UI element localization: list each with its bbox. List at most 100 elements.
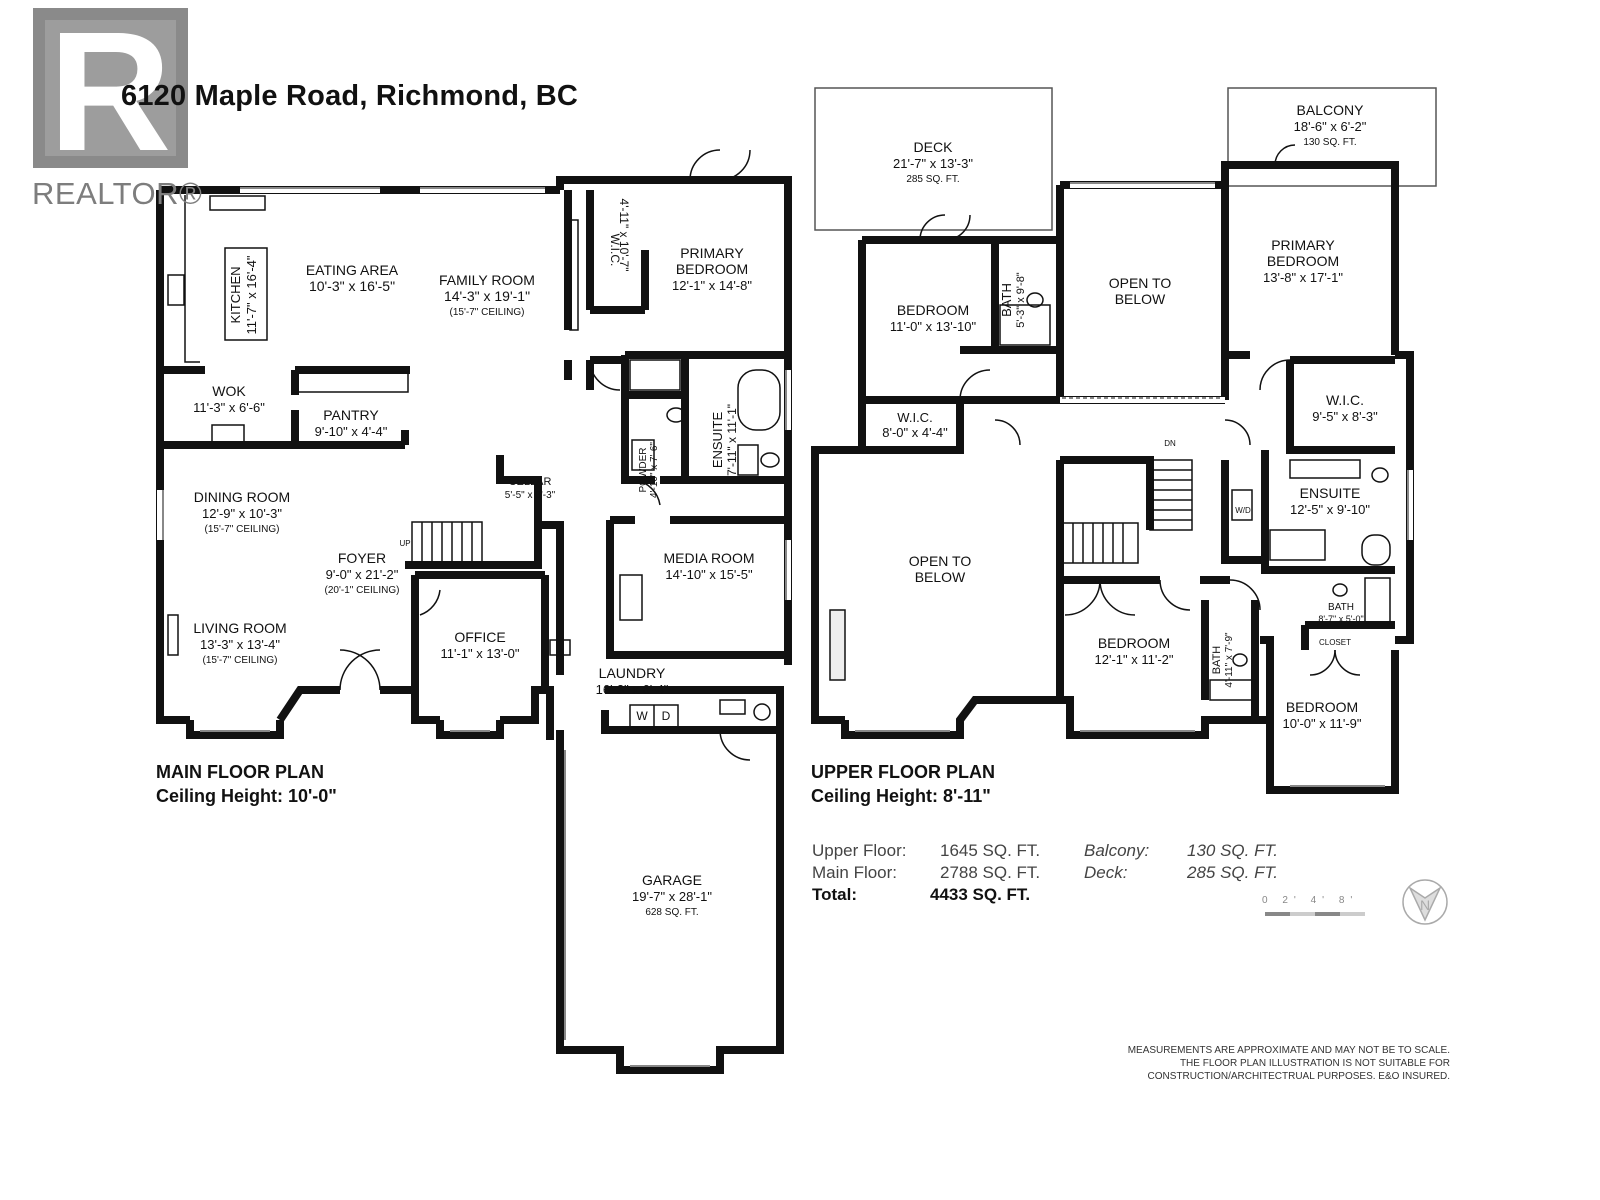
room-dims: 11'-0" x 13'-10" [890, 319, 977, 334]
room-name: DINING ROOM [194, 489, 290, 505]
realtor-logo-text: REALTOR® [32, 176, 203, 211]
upper-floor-ceiling: Ceiling Height: 8'-11" [811, 786, 991, 806]
dryer-marker: D [662, 709, 671, 723]
room-note: (15'-7" CEILING) [203, 655, 278, 666]
powder-toilet [666, 407, 686, 423]
north-label: N [1420, 897, 1430, 913]
room-note: (15'-7" CEILING) [205, 524, 280, 535]
room-name: BEDROOM [897, 302, 969, 318]
ensuite-toilet [760, 452, 780, 468]
main-floor-ceiling: Ceiling Height: 10'-0" [156, 786, 337, 806]
room-area: 285 SQ. FT. [906, 174, 959, 185]
open-to-below-label: BELOW [915, 569, 966, 585]
room-dims: 9'-5" x 8'-3" [1312, 409, 1378, 424]
garage-shelf [719, 699, 746, 715]
upper-floor-area-label: Upper Floor: [812, 841, 907, 860]
total-area-value: 4433 SQ. FT. [930, 885, 1031, 904]
main-floor-windows [157, 187, 791, 1067]
summary-row-upper: Upper Floor: 1645 SQ. FT. Balcony: 130 S… [812, 840, 1332, 862]
fireplace-living [167, 614, 179, 656]
room-dims: 14'-10" x 15'-5" [665, 567, 753, 582]
room-dims: 10'-0" x 11'-9" [1283, 716, 1362, 731]
wd-closet [1231, 489, 1253, 521]
wd-marker: W/D [1235, 506, 1251, 515]
summary-row-total: Total: 4433 SQ. FT. [812, 884, 1332, 906]
main-floor-caption: MAIN FLOOR PLAN Ceiling Height: 10'-0" [156, 760, 337, 808]
room-name: WOK [212, 383, 246, 399]
main-floor-fixtures [167, 149, 781, 761]
room-dims: 16'-3" x 6'-4" [596, 682, 669, 697]
room-dims: 14'-3" x 19'-1" [444, 288, 530, 304]
bathtub [737, 369, 781, 431]
total-area-label: Total: [812, 885, 858, 904]
room-name: MEDIA ROOM [663, 550, 754, 566]
open-to-below-label: OPEN TO [909, 553, 972, 569]
upper-bathtub [1361, 534, 1391, 566]
room-dims: 11'-1" x 13'-0" [441, 646, 520, 661]
upper-stairs [1062, 459, 1193, 564]
room-dims: 13'-8" x 17'-1" [1263, 270, 1343, 285]
room-name: LIVING ROOM [193, 620, 286, 636]
room-name: POWDER [638, 448, 649, 493]
room-name: BEDROOM [1286, 699, 1358, 715]
room-name: PANTRY [323, 407, 379, 423]
disclaimer-line: MEASUREMENTS ARE APPROXIMATE AND MAY NOT… [1127, 1045, 1450, 1056]
room-name: GARAGE [642, 872, 702, 888]
kitchen-island [224, 247, 268, 341]
room-name: BATH [1211, 646, 1223, 675]
room-name: ENSUITE [710, 412, 725, 469]
room-name: W.I.C. [897, 410, 932, 425]
room-note: (15'-7" CEILING) [450, 307, 525, 318]
main-floor-walls [156, 176, 792, 1074]
scale-bar-labels: 0 2' 4' 8' [1262, 895, 1359, 906]
room-name: BALCONY [1297, 102, 1365, 118]
balcony-area-label: Balcony: [1084, 841, 1150, 860]
stair-down-marker: DN [1164, 439, 1176, 448]
washer-marker: W [636, 709, 648, 723]
balcony-area-value: 130 SQ. FT. [1187, 841, 1279, 860]
room-dims: 12'-1" x 11'-2" [1095, 652, 1174, 667]
page-title: 6120 Maple Road, Richmond, BC [121, 80, 578, 112]
room-name: PRIMARY [680, 245, 744, 261]
upper-shower [1269, 529, 1326, 561]
double-vanity [1289, 459, 1361, 479]
room-area: 628 SQ. FT. [645, 907, 698, 918]
laundry-tub [549, 639, 571, 656]
room-name: BEDROOM [1098, 635, 1170, 651]
disclaimer-line: THE FLOOR PLAN ILLUSTRATION IS NOT SUITA… [1179, 1058, 1450, 1069]
main-floor-room-labels: EATING AREA 10'-3" x 16'-5" FAMILY ROOM … [193, 199, 754, 918]
upper-floor-caption: UPPER FLOOR PLAN Ceiling Height: 8'-11" [811, 760, 995, 808]
fireplace-upper [829, 609, 846, 681]
room-name: PRIMARY [1271, 237, 1335, 253]
room-dims: 18'-6" x 6'-2" [1294, 119, 1367, 134]
room-name: EATING AREA [306, 262, 399, 278]
room-name: LAUNDRY [599, 665, 666, 681]
summary-row-main: Main Floor: 2788 SQ. FT. Deck: 285 SQ. F… [812, 862, 1332, 884]
room-name: W.I.C. [1326, 392, 1364, 408]
powder-sink [631, 439, 655, 471]
area-summary: Upper Floor: 1645 SQ. FT. Balcony: 130 S… [812, 840, 1332, 906]
deck-area-value: 285 SQ. FT. [1187, 863, 1279, 882]
room-dims: 9'-0" x 21'-2" [326, 567, 399, 582]
disclaimer-line: CONSTRUCTION/ARCHITECTRUAL PURPOSES. E&O… [1147, 1071, 1450, 1082]
room-name: W.I.C. [608, 234, 622, 267]
room-name: OFFICE [454, 629, 505, 645]
room-dims: 4'-11" x 7'-9" [1224, 632, 1235, 688]
cooktop [167, 274, 185, 306]
room-dims: 5'-3" x 9'-8" [1015, 272, 1027, 328]
room-dims: 9'-10" x 4'-4" [315, 424, 388, 439]
room-dims: 19'-7" x 28'-1" [632, 889, 712, 904]
room-dims: 10'-3" x 16'-5" [309, 278, 395, 294]
fireplace-family [569, 219, 579, 331]
room-dims: 12'-1" x 14'-8" [672, 278, 752, 293]
north-arrow [1402, 879, 1448, 925]
closet-label: CLOSET [1319, 638, 1351, 647]
open-to-below-label: BELOW [1115, 291, 1166, 307]
room-dims: 8'-0" x 4'-4" [882, 425, 948, 440]
media-fireplace [619, 574, 643, 621]
room-dims: 4'-11" x 10'-7" [617, 199, 631, 272]
room-name: KITCHEN [228, 266, 243, 323]
main-floor-area-value: 2788 SQ. FT. [940, 863, 1041, 882]
room-dims: 8'-7" x 5'-0" [1318, 614, 1363, 624]
